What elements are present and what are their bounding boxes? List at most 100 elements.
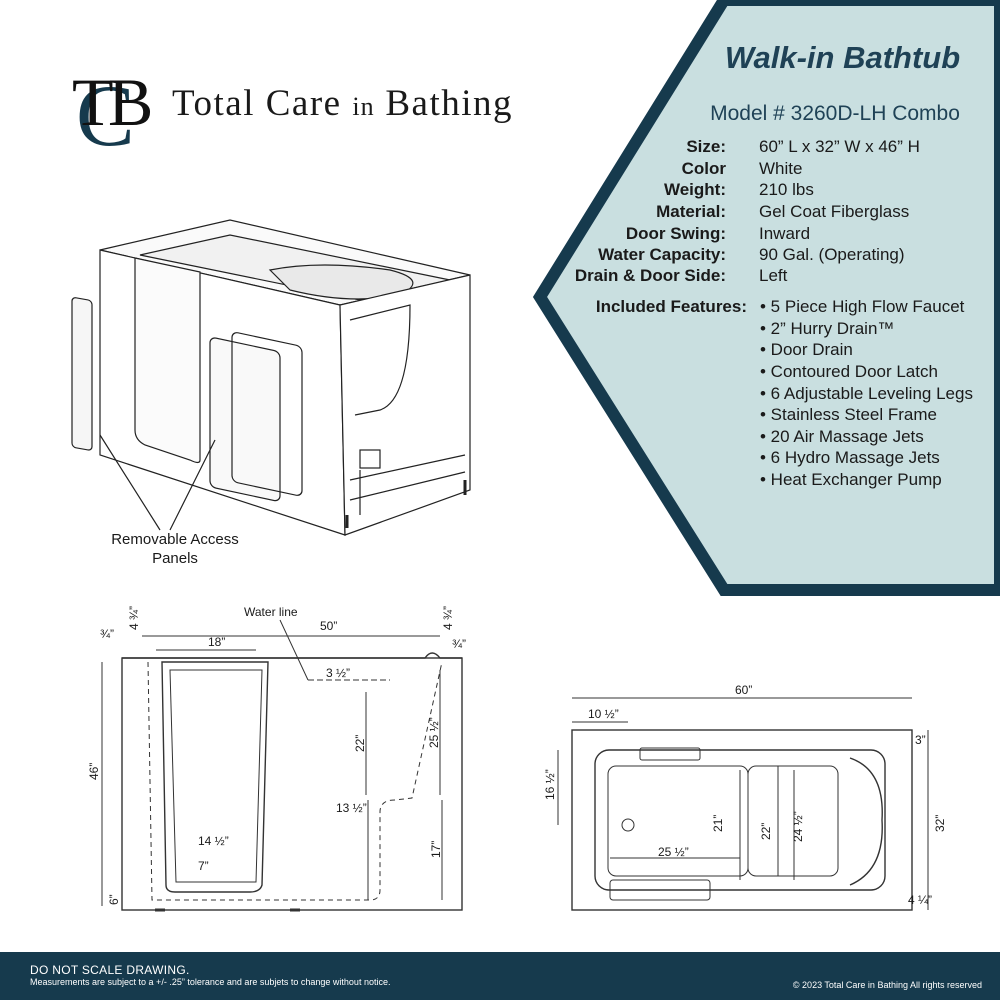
access-panel-callout: Removable Access Panels (100, 530, 250, 568)
side-view-rim (122, 652, 462, 659)
spec-panel-background (532, 0, 1000, 596)
dim-3-4-right: ¾” (452, 637, 466, 651)
tub-leg (345, 480, 467, 528)
spec-label: Drain & Door Side: (574, 266, 726, 285)
spec-value: 60” L x 32” W x 46” H (759, 137, 920, 156)
dim-4-3-4-left: 4 ¾” (127, 606, 141, 630)
side-view-drawing: Water line 50” 18” ¾” 4 ¾” 4 ¾” ¾” 46” 3… (87, 605, 466, 912)
dim-6: 6” (107, 894, 121, 905)
spec-label: Water Capacity: (598, 245, 726, 264)
spec-row-door-swing: Door Swing: Inward (540, 224, 980, 246)
spec-value: 210 lbs (759, 180, 814, 199)
spec-label: Material: (656, 202, 726, 221)
access-panel-callout-line1: Removable Access (111, 531, 239, 548)
dim-46: 46” (87, 763, 101, 780)
dim-50: 50” (320, 619, 337, 633)
footer-copyright: © 2023 Total Care in Bathing All rights … (792, 980, 982, 990)
dim-3: 3” (915, 733, 926, 747)
spec-value: 90 Gal. (Operating) (759, 245, 905, 264)
access-panel-left (71, 297, 93, 451)
model-number: Model # 3260D-LH Combo (710, 102, 960, 125)
dim-3-1-2: 3 ½” (326, 666, 350, 680)
top-view-drawing: 60” 10 ½” 3” 16 ½” 21” 25 ½” 22” 24 ½” 3… (543, 683, 947, 911)
brand-monogram-logo: C T B (72, 64, 153, 150)
dim-13-1-2: 13 ½” (336, 801, 367, 815)
dim-25-1-2: 25 ½” (427, 717, 441, 748)
top-view-seat (747, 765, 839, 877)
spec-label: Size: (686, 137, 726, 156)
dim-17: 17” (429, 841, 443, 858)
spec-value: Inward (759, 224, 811, 243)
spec-row-water-capacity: Water Capacity: 90 Gal. (Operating) (540, 245, 980, 267)
dim-7: 7” (198, 859, 209, 873)
footer-bar: DO NOT SCALE DRAWING. Measurements are s… (0, 952, 1000, 1000)
side-view-vertical-dimension-lines (101, 662, 443, 906)
side-view-door-inner (169, 669, 263, 883)
feature-item: • 6 Hydro Massage Jets (760, 448, 940, 467)
feature-item: • 5 Piece High Flow Faucet (760, 297, 965, 316)
dim-18: 18” (208, 635, 225, 649)
isometric-tub-drawing (71, 219, 471, 536)
access-panel-callout-line2: Panels (152, 550, 198, 567)
tub-door-opening (134, 257, 201, 464)
dim-14-1-2: 14 ½” (198, 834, 229, 848)
spec-row-weight: Weight: 210 lbs (540, 180, 980, 202)
features-label: Included Features: (595, 297, 747, 316)
top-view-foot-area (607, 765, 749, 877)
brand-name: Total Care in Bathing (172, 82, 513, 125)
spec-row-size: Size: 60” L x 32” W x 46” H (540, 137, 980, 159)
spec-row-drain-door-side: Drain & Door Side: Left (540, 266, 980, 288)
tub-seat (268, 264, 414, 300)
spec-value: Gel Coat Fiberglass (759, 202, 910, 221)
top-view-dimension-lines (557, 697, 929, 910)
spec-label: Door Swing: (625, 224, 726, 243)
brand-name-part3: Bathing (385, 83, 514, 124)
spec-value: White (759, 159, 803, 178)
top-view-headrest (849, 757, 883, 886)
brand-name-part1: Total Care (172, 83, 342, 124)
spec-row-color: Color White (540, 159, 980, 181)
spec-label: Weight: (663, 180, 726, 199)
footer-scale-note: DO NOT SCALE DRAWING. (30, 963, 190, 977)
feature-item: • Stainless Steel Frame (760, 405, 937, 424)
dim-60: 60” (735, 683, 752, 697)
feature-item: • 6 Adjustable Leveling Legs (760, 384, 973, 403)
monogram-t-letter: T (72, 64, 114, 140)
feature-item: • 2” Hurry Drain™ (760, 319, 895, 338)
footer-tolerance-note: Measurements are subject to a +/- .25” t… (30, 977, 391, 987)
water-line-label: Water line (244, 605, 298, 619)
dim-21: 21” (711, 815, 725, 832)
side-view-door (161, 661, 269, 893)
access-panel-front (209, 337, 281, 502)
top-view-basin (594, 749, 886, 891)
tub-inner-shell (349, 304, 411, 416)
side-view-interior-dashed (147, 661, 443, 901)
feature-item: • Heat Exchanger Pump (760, 470, 942, 489)
spec-value: Left (759, 266, 788, 285)
brand-name-part2: in (352, 92, 375, 121)
access-panel-front-frame (231, 332, 303, 496)
dim-3-4-left: ¾” (100, 627, 114, 641)
product-title: Walk-in Bathtub (724, 40, 961, 75)
dim-10-1-2: 10 ½” (588, 707, 619, 721)
monogram-b-letter: B (108, 64, 153, 140)
dim-4-1-4: 4 ¼” (908, 893, 932, 907)
dim-4-3-4-right: 4 ¾” (441, 606, 455, 630)
feature-item: • 20 Air Massage Jets (760, 427, 924, 446)
tub-drain-box (359, 449, 381, 469)
access-panel-callout-line (99, 434, 216, 531)
water-line-leader (279, 619, 309, 681)
monogram-c-letter: C (76, 68, 135, 150)
dim-22: 22” (353, 735, 367, 752)
dim-24-1-2: 24 ½” (791, 811, 805, 842)
side-view-top-dimension-lines (142, 635, 440, 651)
top-view-drain (621, 818, 635, 832)
dim-16-1-2: 16 ½” (543, 769, 557, 800)
tub-frame-base (349, 454, 466, 515)
spec-label: Color (681, 159, 726, 178)
top-view-faucet (639, 747, 701, 761)
top-view-door-latch (609, 879, 711, 901)
dim-32: 32” (933, 815, 947, 832)
feature-item: • Contoured Door Latch (760, 362, 938, 381)
top-view-outline (571, 729, 913, 911)
